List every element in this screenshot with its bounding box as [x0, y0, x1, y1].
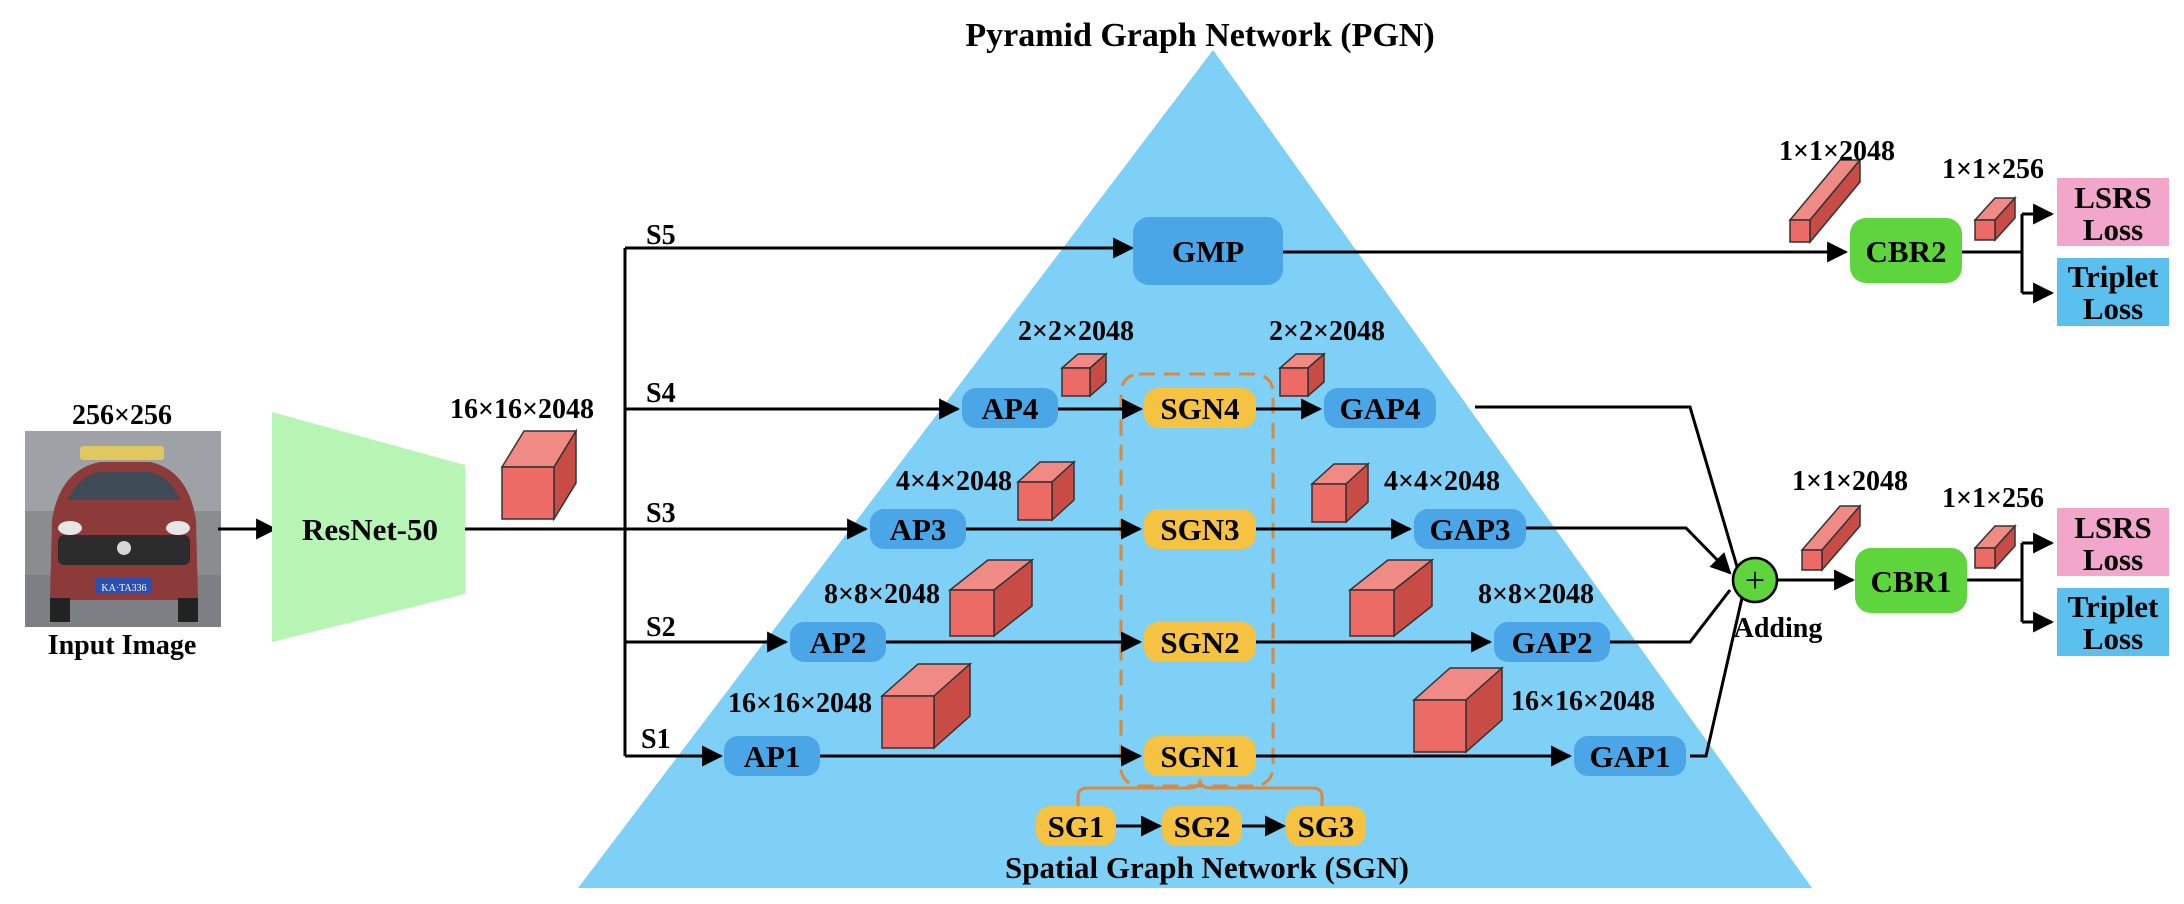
sgn4-label: SGN4 — [1160, 391, 1239, 426]
adding-node — [1731, 556, 1779, 604]
sg3-label: SG3 — [1298, 809, 1355, 844]
tensor-ap3 — [1016, 460, 1076, 522]
sg1-label: SG1 — [1048, 809, 1105, 844]
input-size-label: 256×256 — [72, 400, 172, 431]
tensor-cbr2-in — [1788, 157, 1862, 245]
tensor-gap1 — [1412, 666, 1504, 754]
tensor-gap4 — [1278, 352, 1326, 398]
triplet-loss-top-line2: Loss — [2083, 291, 2143, 326]
ap2-box — [790, 622, 886, 662]
stream-trunk — [465, 248, 627, 756]
dim-cbr2-in: 1×1×2048 — [1779, 136, 1895, 167]
dim-cbr1-in: 1×1×2048 — [1792, 466, 1908, 497]
gmp-box — [1133, 217, 1283, 285]
tensor-ap4 — [1060, 352, 1108, 398]
adding-label: Adding — [1734, 613, 1823, 644]
backbone-feature-tensor — [500, 428, 578, 522]
input-image-label: Input Image — [48, 630, 197, 661]
dim-gap4: 2×2×2048 — [1269, 316, 1385, 347]
stream-label-s3: S3 — [646, 498, 676, 529]
ap1-box — [724, 736, 820, 776]
gmp-label: GMP — [1172, 234, 1244, 269]
cbr1-box — [1855, 548, 1967, 613]
dim-ap1: 16×16×2048 — [728, 688, 872, 719]
dim-gap2: 8×8×2048 — [1478, 579, 1594, 610]
stream-label-s5: S5 — [646, 220, 676, 251]
ap3-box — [870, 509, 966, 549]
lsrs-loss-bottom-line2: Loss — [2083, 542, 2143, 577]
triplet-loss-bottom-line2: Loss — [2083, 621, 2143, 656]
ap3-label: AP3 — [890, 512, 947, 547]
sgn2-label: SGN2 — [1160, 625, 1239, 660]
stream-label-s4: S4 — [646, 378, 676, 409]
sg2-box — [1162, 806, 1242, 846]
sgn3-box — [1144, 509, 1256, 549]
lsrs-loss-top-line1: LSRS — [2074, 180, 2152, 215]
stream-label-s2: S2 — [646, 612, 676, 643]
cbr1-label: CBR1 — [1871, 564, 1952, 599]
sgn3-label: SGN3 — [1160, 512, 1239, 547]
tensor-ap1 — [880, 662, 972, 750]
stream-lines — [625, 237, 1135, 767]
tensor-gap3 — [1310, 462, 1370, 524]
sgn1-label: SGN1 — [1160, 739, 1239, 774]
dim-ap2: 8×8×2048 — [824, 579, 940, 610]
dim-gap1: 16×16×2048 — [1511, 686, 1655, 717]
sg1-box — [1036, 806, 1116, 846]
license-plate-text: KA·TA336 — [101, 583, 146, 594]
ap1-label: AP1 — [744, 739, 801, 774]
tensor-cbr1-out — [1973, 524, 2017, 570]
cbr2-label: CBR2 — [1866, 234, 1947, 269]
tensor-cbr2-out — [1973, 196, 2017, 242]
resnet-label: ResNet-50 — [302, 512, 438, 547]
triplet-loss-box-top — [2057, 258, 2169, 326]
tensor-cbr1-in — [1800, 503, 1862, 573]
ap4-label: AP4 — [982, 391, 1039, 426]
gap3-box — [1414, 509, 1526, 549]
gap1-label: GAP1 — [1590, 739, 1671, 774]
triplet-loss-box-bottom — [2057, 588, 2169, 656]
head-lines — [1778, 203, 2055, 633]
dim-cbr2-out: 1×1×256 — [1942, 154, 2044, 185]
gap2-label: GAP2 — [1512, 625, 1593, 660]
sgn4-box — [1144, 388, 1256, 428]
lsrs-loss-box-bottom — [2057, 508, 2169, 576]
gap1-box — [1574, 736, 1686, 776]
tensor-ap2 — [947, 558, 1035, 638]
sg3-box — [1286, 806, 1366, 846]
stream-label-s1: S1 — [641, 724, 671, 755]
input-image: KA·TA336 — [25, 431, 221, 627]
triplet-loss-bottom-line1: Triplet — [2068, 589, 2159, 624]
sgn-brace — [1076, 779, 1324, 812]
sgn2-box — [1144, 622, 1256, 662]
gap4-box — [1324, 388, 1436, 428]
lsrs-loss-bottom-line1: LSRS — [2074, 510, 2152, 545]
backbone-feature-dim: 16×16×2048 — [450, 394, 594, 425]
adding-symbol: + — [1745, 560, 1765, 600]
gap3-label: GAP3 — [1430, 512, 1511, 547]
lsrs-loss-top-line2: Loss — [2083, 212, 2143, 247]
pyramid-background — [578, 50, 1812, 888]
tensor-gap2 — [1347, 558, 1435, 638]
gap2-box — [1494, 622, 1610, 662]
cbr2-box — [1850, 218, 1962, 283]
flow-lines — [820, 241, 1849, 767]
diagram-title: Pyramid Graph Network (PGN) — [965, 17, 1434, 54]
ap2-label: AP2 — [810, 625, 867, 660]
dim-gap3: 4×4×2048 — [1384, 466, 1500, 497]
gap4-label: GAP4 — [1340, 391, 1421, 426]
triplet-loss-top-line1: Triplet — [2068, 259, 2159, 294]
lsrs-loss-box-top — [2057, 178, 2169, 246]
sgn1-box — [1144, 736, 1256, 776]
dim-ap4: 2×2×2048 — [1018, 316, 1134, 347]
resnet-block — [272, 412, 465, 642]
tensor-cubes — [880, 157, 2017, 754]
dim-ap3: 4×4×2048 — [896, 466, 1012, 497]
sg2-label: SG2 — [1174, 809, 1231, 844]
dim-cbr1-out: 1×1×256 — [1942, 483, 2044, 514]
ap4-box — [962, 388, 1058, 428]
sgn-caption: Spatial Graph Network (SGN) — [1005, 850, 1409, 885]
